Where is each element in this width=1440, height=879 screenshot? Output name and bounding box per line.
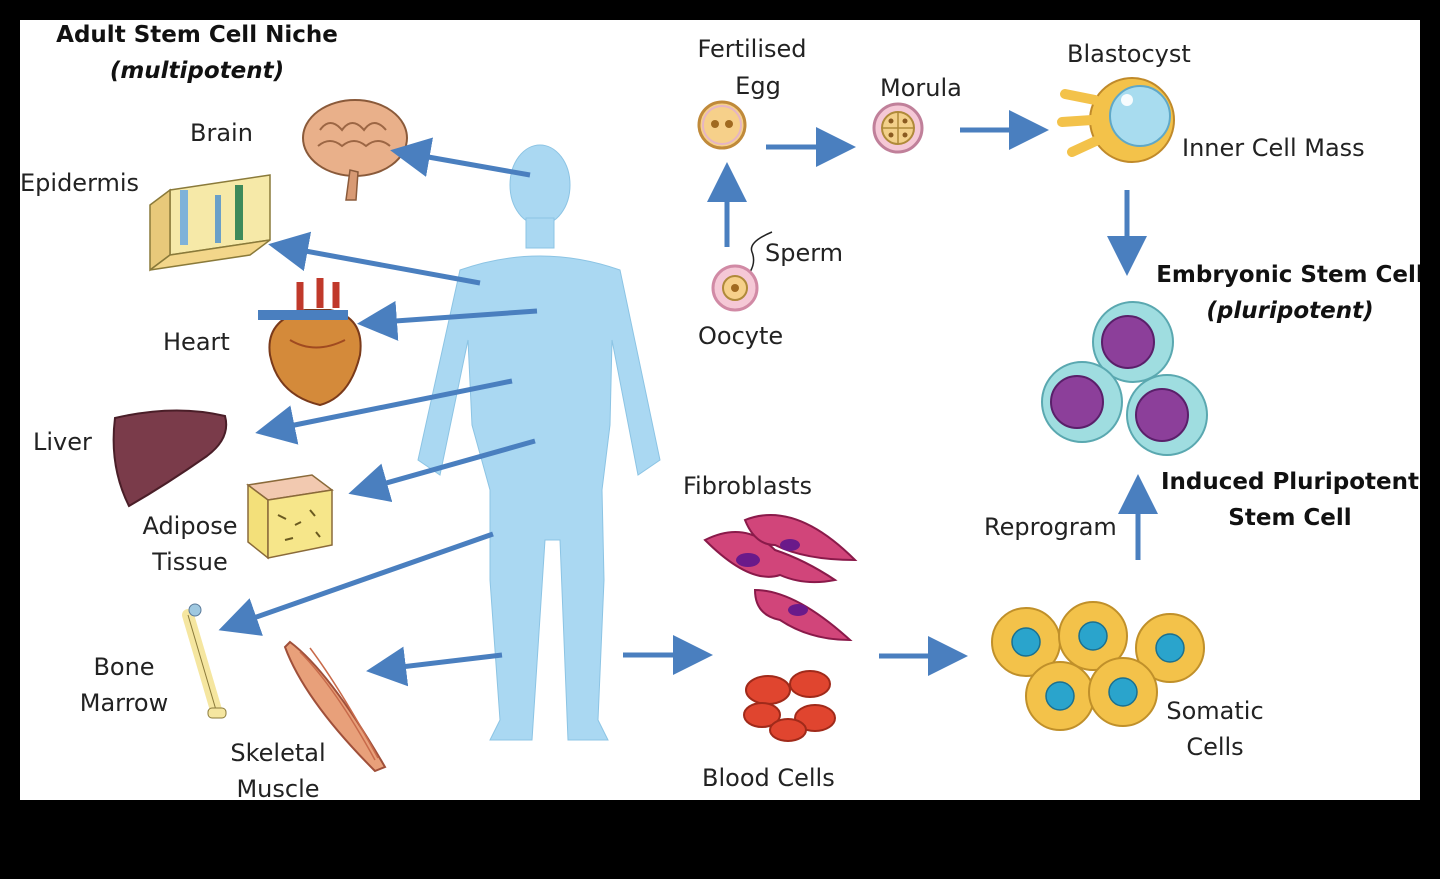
oocyte-label: Oocyte <box>698 322 784 350</box>
morula-icon <box>872 102 924 154</box>
epidermis-icon <box>149 174 271 272</box>
inner-cell-mass-label: Inner Cell Mass <box>1182 134 1365 162</box>
adipose-label-line-1: Adipose <box>142 512 238 540</box>
ipsc-title-line-2: Stem Cell <box>1228 505 1352 531</box>
esc-title: Embryonic Stem Cell <box>1156 262 1420 288</box>
esc-subtitle: (pluripotent) <box>1206 298 1374 324</box>
heart-icon <box>258 278 362 407</box>
adult-niche-subtitle: (multipotent) <box>109 58 285 84</box>
blood-cells-icon <box>743 670 836 742</box>
brain-label: Brain <box>190 119 253 147</box>
diagram-art <box>112 77 1208 773</box>
epidermis-label: Epidermis <box>20 169 140 197</box>
somatic-cells-label-line-1: Somatic <box>1166 697 1264 725</box>
adult-niche-arrows <box>218 110 1158 687</box>
blood-cells-label: Blood Cells <box>702 764 835 792</box>
human-body-silhouette <box>417 144 661 741</box>
somatic-cells-label-line-2: Cells <box>1186 733 1244 761</box>
morula-label: Morula <box>880 74 962 102</box>
skeletal-muscle-icon <box>283 640 387 773</box>
diagram-canvas: Adult Stem Cell Niche (multipotent) Brai… <box>20 20 1420 800</box>
fibroblasts-label: Fibroblasts <box>683 472 813 500</box>
embryonic-stem-cells-icon <box>1041 301 1208 456</box>
adipose-tissue-icon <box>246 474 334 560</box>
liver-label: Liver <box>33 428 92 456</box>
skeletal-muscle-label-line-1: Skeletal <box>230 739 326 767</box>
liver-icon <box>112 409 228 508</box>
adipose-label-line-2: Tissue <box>152 548 228 576</box>
ipsc-title-line-1: Induced Pluripotent <box>1160 469 1420 495</box>
bone-marrow-label-line-1: Bone <box>93 653 155 681</box>
oocyte-icon <box>711 264 759 312</box>
brain-icon <box>302 99 408 201</box>
blastocyst-label: Blastocyst <box>1067 40 1191 68</box>
fertilised-egg-label-line-1: Fertilised <box>697 35 807 63</box>
fertilised-egg-label-line-2: Egg <box>735 72 781 100</box>
fertilised-egg-icon <box>697 100 747 150</box>
fibroblasts-icon <box>703 514 858 642</box>
blastocyst-icon <box>1057 77 1175 163</box>
reprogram-label: Reprogram <box>984 513 1117 541</box>
skeletal-muscle-label-line-2: Muscle <box>236 775 320 800</box>
sperm-label: Sperm <box>765 239 844 267</box>
bone-icon <box>182 603 227 719</box>
somatic-cells-icon <box>991 601 1205 731</box>
adult-niche-title: Adult Stem Cell Niche <box>56 22 338 48</box>
bone-marrow-label-line-2: Marrow <box>79 689 169 717</box>
heart-label: Heart <box>163 328 230 356</box>
